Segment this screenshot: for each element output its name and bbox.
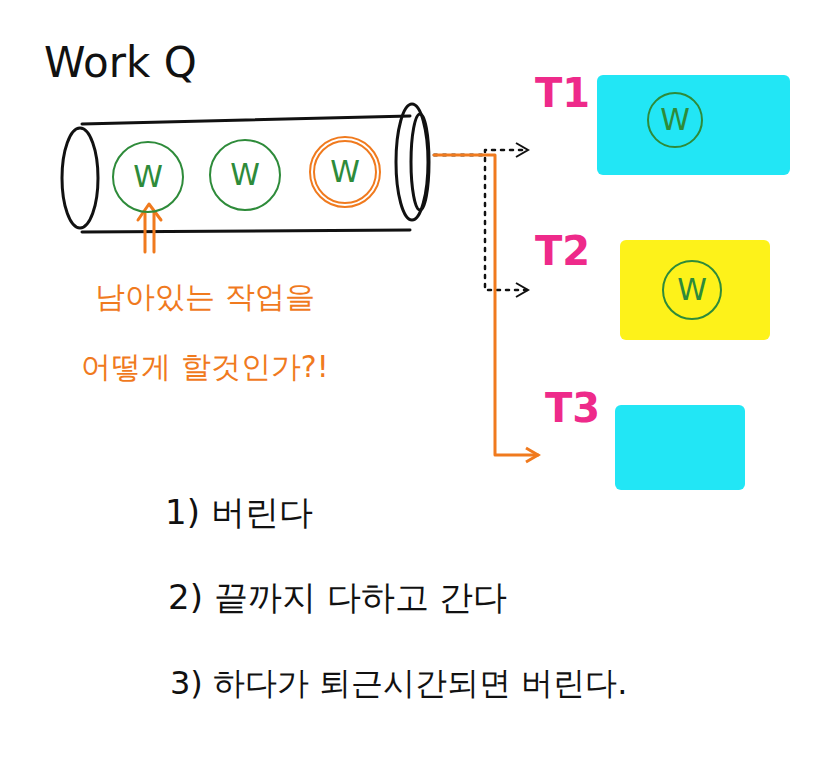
option-text: 1) 버린다: [165, 490, 313, 536]
work-label: W: [133, 162, 163, 192]
queue-bottom-line: [82, 230, 410, 232]
work-item: W: [662, 260, 722, 320]
work-label: W: [230, 160, 260, 190]
queue-top-line: [82, 116, 410, 124]
note-arrow-shaft: [153, 212, 156, 252]
work-item: W: [209, 139, 281, 211]
thread-box: T3: [540, 380, 750, 495]
thread-fill: [597, 75, 790, 175]
work-label: W: [677, 275, 707, 305]
work-label: W: [330, 157, 360, 187]
queue-right-end-inner: [411, 114, 429, 210]
option-text: 3) 하다가 퇴근시간되면 버린다.: [170, 662, 628, 706]
work-label: W: [660, 105, 690, 135]
dispatch-arrow: [434, 155, 528, 290]
option-text: 2) 끝까지 다하고 간다: [168, 575, 507, 621]
work-item: W: [112, 141, 184, 213]
dispatch-arrow: [434, 155, 538, 455]
thread-box: T1W: [530, 70, 792, 180]
thread-name: T2: [535, 228, 590, 274]
queue-right-end: [396, 104, 428, 220]
thread-name: T3: [545, 385, 600, 431]
queue-title: Work Q: [44, 38, 197, 87]
work-item: W: [647, 92, 703, 148]
queue-left-end: [62, 128, 98, 228]
thread-box: T2W: [530, 228, 775, 345]
thread-fill: [615, 405, 745, 490]
work-item-selected: W: [309, 136, 381, 208]
note-arrow-shaft: [144, 212, 147, 252]
question-note: 남아있는 작업을 어떻게 할것인가?!: [55, 262, 355, 402]
thread-name: T1: [535, 70, 590, 116]
work-queue: Work QWWW: [62, 110, 434, 235]
